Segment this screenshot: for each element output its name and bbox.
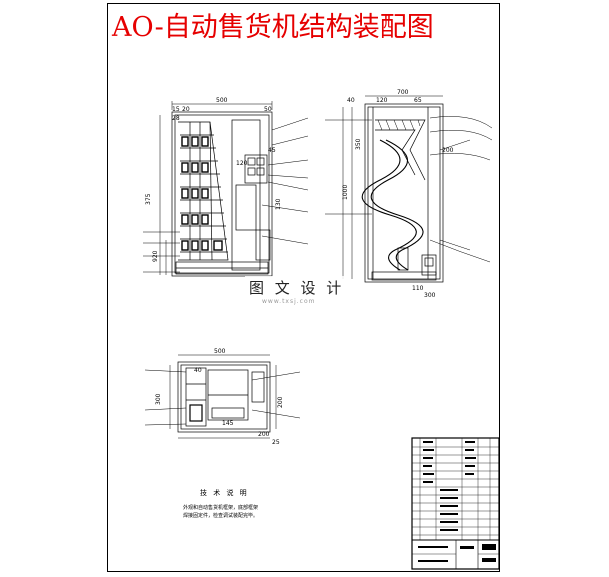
dimension-labels: 500 15 20 28 50 120 45 375 920 130 700 6… (145, 89, 454, 446)
front-dim: 50 (264, 106, 272, 113)
drawing-title: AO-自动售货机结构装配图 (112, 12, 434, 43)
front-dim: 920 (152, 250, 159, 262)
top-dim-top: 500 (214, 348, 226, 355)
front-dim-height: 375 (145, 193, 152, 205)
side-dim-height: 1000 (342, 185, 349, 200)
front-dim-top: 500 (216, 97, 228, 104)
front-dim: 15 (172, 106, 180, 113)
watermark-label: 图 文 设 计 (245, 276, 349, 299)
title-block (411, 437, 500, 570)
side-dim: 120 (376, 97, 388, 104)
side-dim: 350 (355, 138, 362, 150)
top-dim: 25 (272, 439, 280, 446)
front-dim: 120 (236, 160, 248, 167)
front-dim: 130 (275, 198, 282, 210)
side-dim: 300 (424, 292, 436, 299)
side-dim: 200 (442, 147, 454, 154)
technical-notes-title: 技 术 说 明 (200, 489, 249, 497)
side-view (325, 95, 493, 283)
side-dim: 40 (347, 97, 355, 104)
side-dim: 110 (412, 285, 424, 292)
top-view (144, 354, 301, 439)
side-dim: 65 (414, 97, 422, 104)
technical-note-line: 外观和自动售货机框架，底部框架 (183, 505, 259, 511)
top-dim: 300 (155, 393, 162, 405)
front-dim: 45 (268, 147, 276, 154)
front-dim: 28 (172, 115, 180, 122)
side-dim-top: 700 (397, 89, 409, 96)
front-dim: 20 (182, 106, 190, 113)
top-dim: 40 (194, 367, 202, 374)
top-dim: 145 (222, 420, 234, 427)
top-dim: 200 (277, 396, 284, 408)
sheet-border (107, 3, 500, 572)
watermark-url: www.txsj.com (262, 298, 316, 305)
front-view (143, 101, 309, 277)
technical-note-line: 焊接固定件，检查调试装配完毕。 (183, 513, 259, 519)
top-dim: 200 (258, 431, 270, 438)
